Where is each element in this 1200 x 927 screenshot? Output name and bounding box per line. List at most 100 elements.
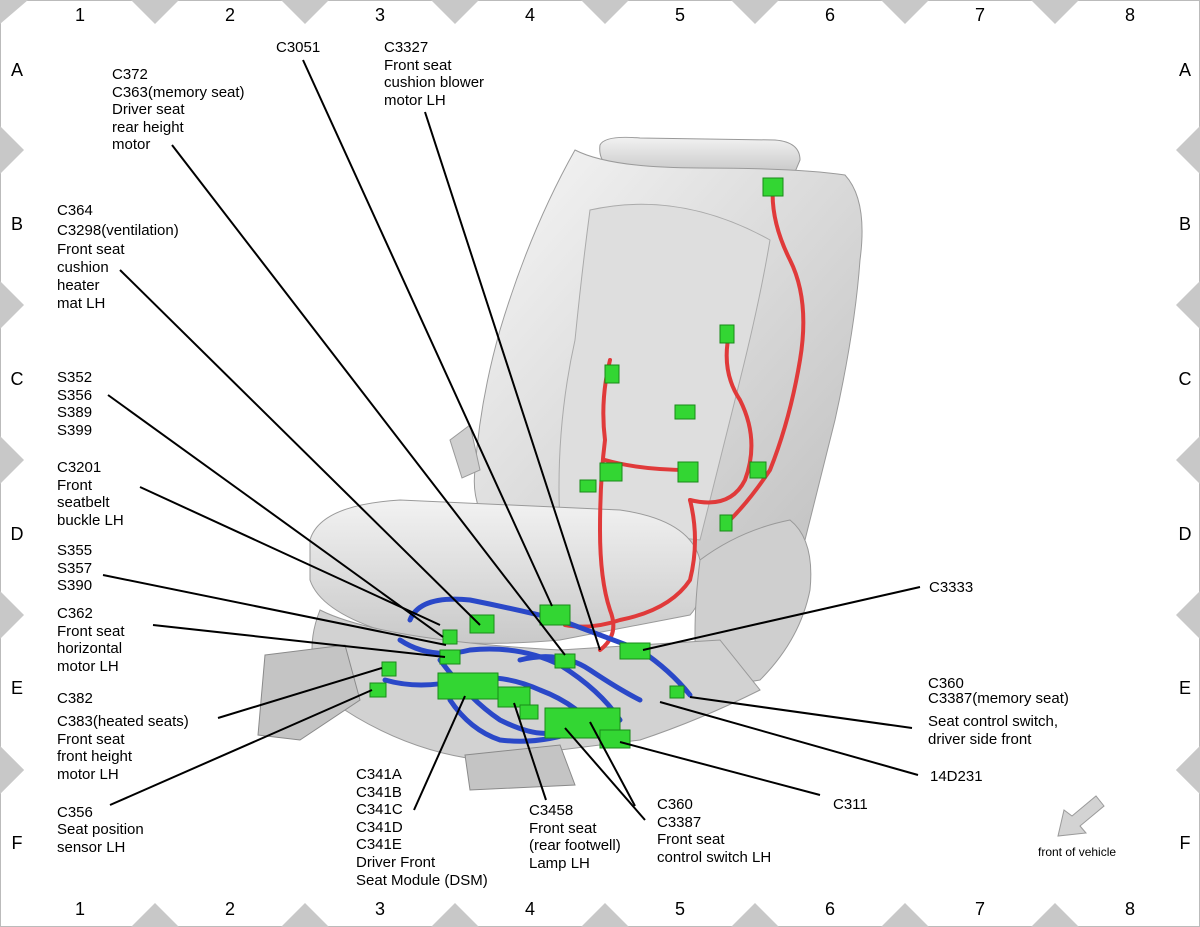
arrow-icon bbox=[1057, 795, 1105, 837]
callout-c372: C372 C363(memory seat) Driver seat rear … bbox=[112, 66, 249, 153]
grid-col-1-bottom: 1 bbox=[75, 899, 85, 919]
leader-lines bbox=[102, 59, 921, 821]
border-marker-left bbox=[0, 281, 24, 329]
grid-row-e: E bbox=[11, 678, 23, 698]
leader-c3051 bbox=[302, 59, 553, 607]
connector-14d231 bbox=[669, 685, 685, 699]
grid-row-f: F bbox=[12, 833, 23, 853]
connector-seatback-2 bbox=[604, 364, 620, 384]
connector-dsm-2 bbox=[497, 686, 531, 708]
leader-s355 bbox=[102, 574, 447, 646]
grid-col-4: 4 bbox=[525, 5, 535, 25]
leader-c356 bbox=[109, 689, 373, 806]
callout-c356: C356 Seat position sensor LH bbox=[57, 804, 148, 856]
grid-row-a-right: A bbox=[1179, 60, 1191, 80]
callout-c382: C382 C383(heated seats) Front seat front… bbox=[57, 690, 193, 783]
connector-c3298 bbox=[762, 177, 784, 197]
grid-col-8-bottom: 8 bbox=[1125, 899, 1135, 919]
border-marker-bottom bbox=[431, 903, 479, 927]
callout-c3327: C3327 Front seat cushion blower motor LH bbox=[384, 39, 488, 109]
seat-cushion bbox=[309, 499, 702, 644]
connector-c3201 bbox=[442, 629, 458, 645]
border-marker-left bbox=[0, 746, 24, 794]
border-marker-bottom bbox=[581, 903, 629, 927]
leader-c364 bbox=[119, 269, 481, 626]
connector-seatback-3 bbox=[674, 404, 696, 420]
leader-c341 bbox=[413, 695, 466, 811]
grid-column-labels-bottom: 1 2 3 4 5 6 7 8 bbox=[75, 899, 1135, 919]
grid-row-labels-right: A B C D E F bbox=[1179, 60, 1192, 853]
connector-c382 bbox=[381, 661, 397, 677]
grid-col-7-bottom: 7 bbox=[975, 899, 985, 919]
callout-s352: S352 S356 S389 S399 bbox=[57, 369, 96, 439]
border-marker-right bbox=[1176, 746, 1200, 794]
connector-dsm-1 bbox=[437, 672, 499, 700]
leader-c311 bbox=[619, 741, 821, 796]
connector-seatback-1 bbox=[719, 324, 735, 344]
grid-row-c-right: C bbox=[1179, 369, 1192, 389]
grid-col-1: 1 bbox=[75, 5, 85, 25]
border-marker-bottom bbox=[281, 903, 329, 927]
border-marker-right bbox=[1176, 591, 1200, 639]
grid-col-2: 2 bbox=[225, 5, 235, 25]
border-marker-right bbox=[1176, 126, 1200, 174]
leader-c3458 bbox=[513, 702, 547, 801]
grid-row-c: C bbox=[11, 369, 24, 389]
callout-c360-right: C360 C3387(memory seat) Seat control swi… bbox=[928, 675, 1073, 748]
grid-col-8: 8 bbox=[1125, 5, 1135, 25]
grid-col-5-bottom: 5 bbox=[675, 899, 685, 919]
leader-c3201 bbox=[139, 486, 441, 626]
grid-row-b-right: B bbox=[1179, 214, 1191, 234]
callout-c3333: C3333 bbox=[929, 579, 973, 596]
callout-c311: C311 bbox=[833, 796, 868, 813]
grid-col-2-bottom: 2 bbox=[225, 899, 235, 919]
grid-row-labels-left: A B C D E F bbox=[11, 60, 24, 853]
grid-column-labels-top: 1 2 3 4 5 6 7 8 bbox=[75, 5, 1135, 25]
connector-c372 bbox=[554, 653, 576, 669]
grid-col-3: 3 bbox=[375, 5, 385, 25]
front-of-vehicle-label: front of vehicle bbox=[1038, 845, 1116, 859]
connector-c356 bbox=[369, 682, 387, 698]
grid-row-e-right: E bbox=[1179, 678, 1191, 698]
grid-col-6-bottom: 6 bbox=[825, 899, 835, 919]
grid-col-6: 6 bbox=[825, 5, 835, 25]
border-marker-left bbox=[0, 126, 24, 174]
grid-row-a: A bbox=[11, 60, 23, 80]
grid-row-f-right: F bbox=[1180, 833, 1191, 853]
border-marker-top bbox=[131, 0, 179, 24]
connector-seatback-6 bbox=[749, 461, 767, 479]
callout-c3458: C3458 Front seat (rear footwell) Lamp LH bbox=[529, 802, 625, 872]
leader-14d231 bbox=[659, 701, 919, 776]
leader-c3327 bbox=[424, 111, 601, 651]
callout-c362: C362 Front seat horizontal motor LH bbox=[57, 605, 129, 675]
connector-c3333 bbox=[619, 642, 651, 660]
border-marker-top bbox=[281, 0, 329, 24]
border-marker-left bbox=[0, 436, 24, 484]
leader-c372 bbox=[171, 144, 566, 656]
seat-rail-left bbox=[257, 644, 361, 741]
border-marker-left bbox=[0, 591, 24, 639]
leader-c360-right bbox=[689, 696, 913, 729]
leader-c3333 bbox=[642, 586, 921, 651]
callout-s355: S355 S357 S390 bbox=[57, 542, 96, 594]
border-marker-bottom bbox=[881, 903, 929, 927]
leader-c382 bbox=[217, 667, 383, 719]
connector-seatback-5 bbox=[677, 461, 699, 483]
border-marker-top bbox=[1031, 0, 1079, 24]
connector-c3051 bbox=[469, 614, 495, 634]
border-marker-corner bbox=[0, 0, 28, 24]
callout-14d231: 14D231 bbox=[930, 768, 983, 785]
connector-c3458 bbox=[519, 704, 539, 720]
connectors bbox=[369, 177, 784, 749]
callout-c3051: C3051 bbox=[276, 39, 320, 56]
border-marker-top bbox=[431, 0, 479, 24]
border-marker-bottom bbox=[1031, 903, 1079, 927]
callout-c360-left: C360 C3387 Front seat control switch LH bbox=[657, 796, 771, 866]
grid-col-5: 5 bbox=[675, 5, 685, 25]
leader-s352 bbox=[107, 394, 444, 638]
grid-row-d-right: D bbox=[1179, 524, 1192, 544]
seat-back-panel bbox=[558, 203, 771, 541]
